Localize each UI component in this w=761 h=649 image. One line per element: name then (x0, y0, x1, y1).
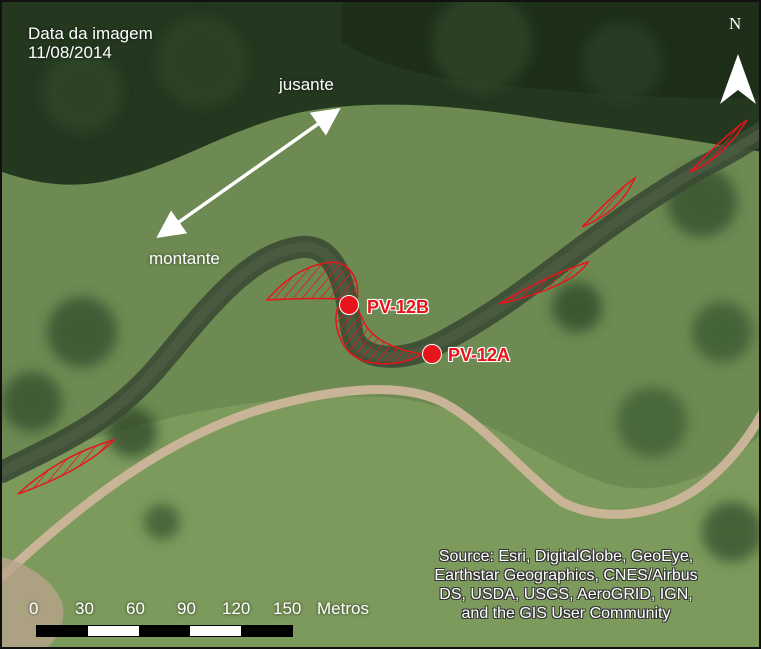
north-arrow-icon (720, 54, 756, 104)
scale-tick-60: 60 (126, 599, 145, 618)
scale-bar (36, 625, 293, 637)
point-pv-12b-label: PV-12B (367, 297, 430, 317)
source-line: and the GIS User Community (461, 605, 671, 622)
image-date: Data da imagem 11/08/2014 (28, 24, 153, 62)
image-date-value: 11/08/2014 (28, 43, 112, 62)
scale-tick-120: 120 (222, 599, 251, 618)
scale-tick-90: 90 (177, 599, 196, 618)
source-line: Source: Esri, DigitalGlobe, GeoEye, (438, 548, 694, 565)
source-line: Earthstar Geographics, CNES/Airbus (434, 567, 698, 584)
point-pv-12b-marker[interactable] (339, 295, 359, 315)
source-attribution: Source: Esri, DigitalGlobe, GeoEye, Eart… (386, 547, 746, 623)
upstream-label: montante (149, 249, 220, 268)
scale-tick-150: 150 (273, 599, 302, 618)
scale-tick-0: 0 (29, 599, 39, 618)
image-date-label: Data da imagem (28, 24, 153, 43)
scale-tick-30: 30 (75, 599, 94, 618)
point-pv-12a-marker[interactable] (422, 344, 442, 364)
source-line: DS, USDA, USGS, AeroGRID, IGN, (439, 586, 693, 603)
north-label: N (729, 14, 742, 33)
scale-unit: Metros (317, 599, 369, 618)
downstream-label: jusante (279, 75, 334, 94)
point-pv-12a-label: PV-12A (448, 345, 511, 365)
